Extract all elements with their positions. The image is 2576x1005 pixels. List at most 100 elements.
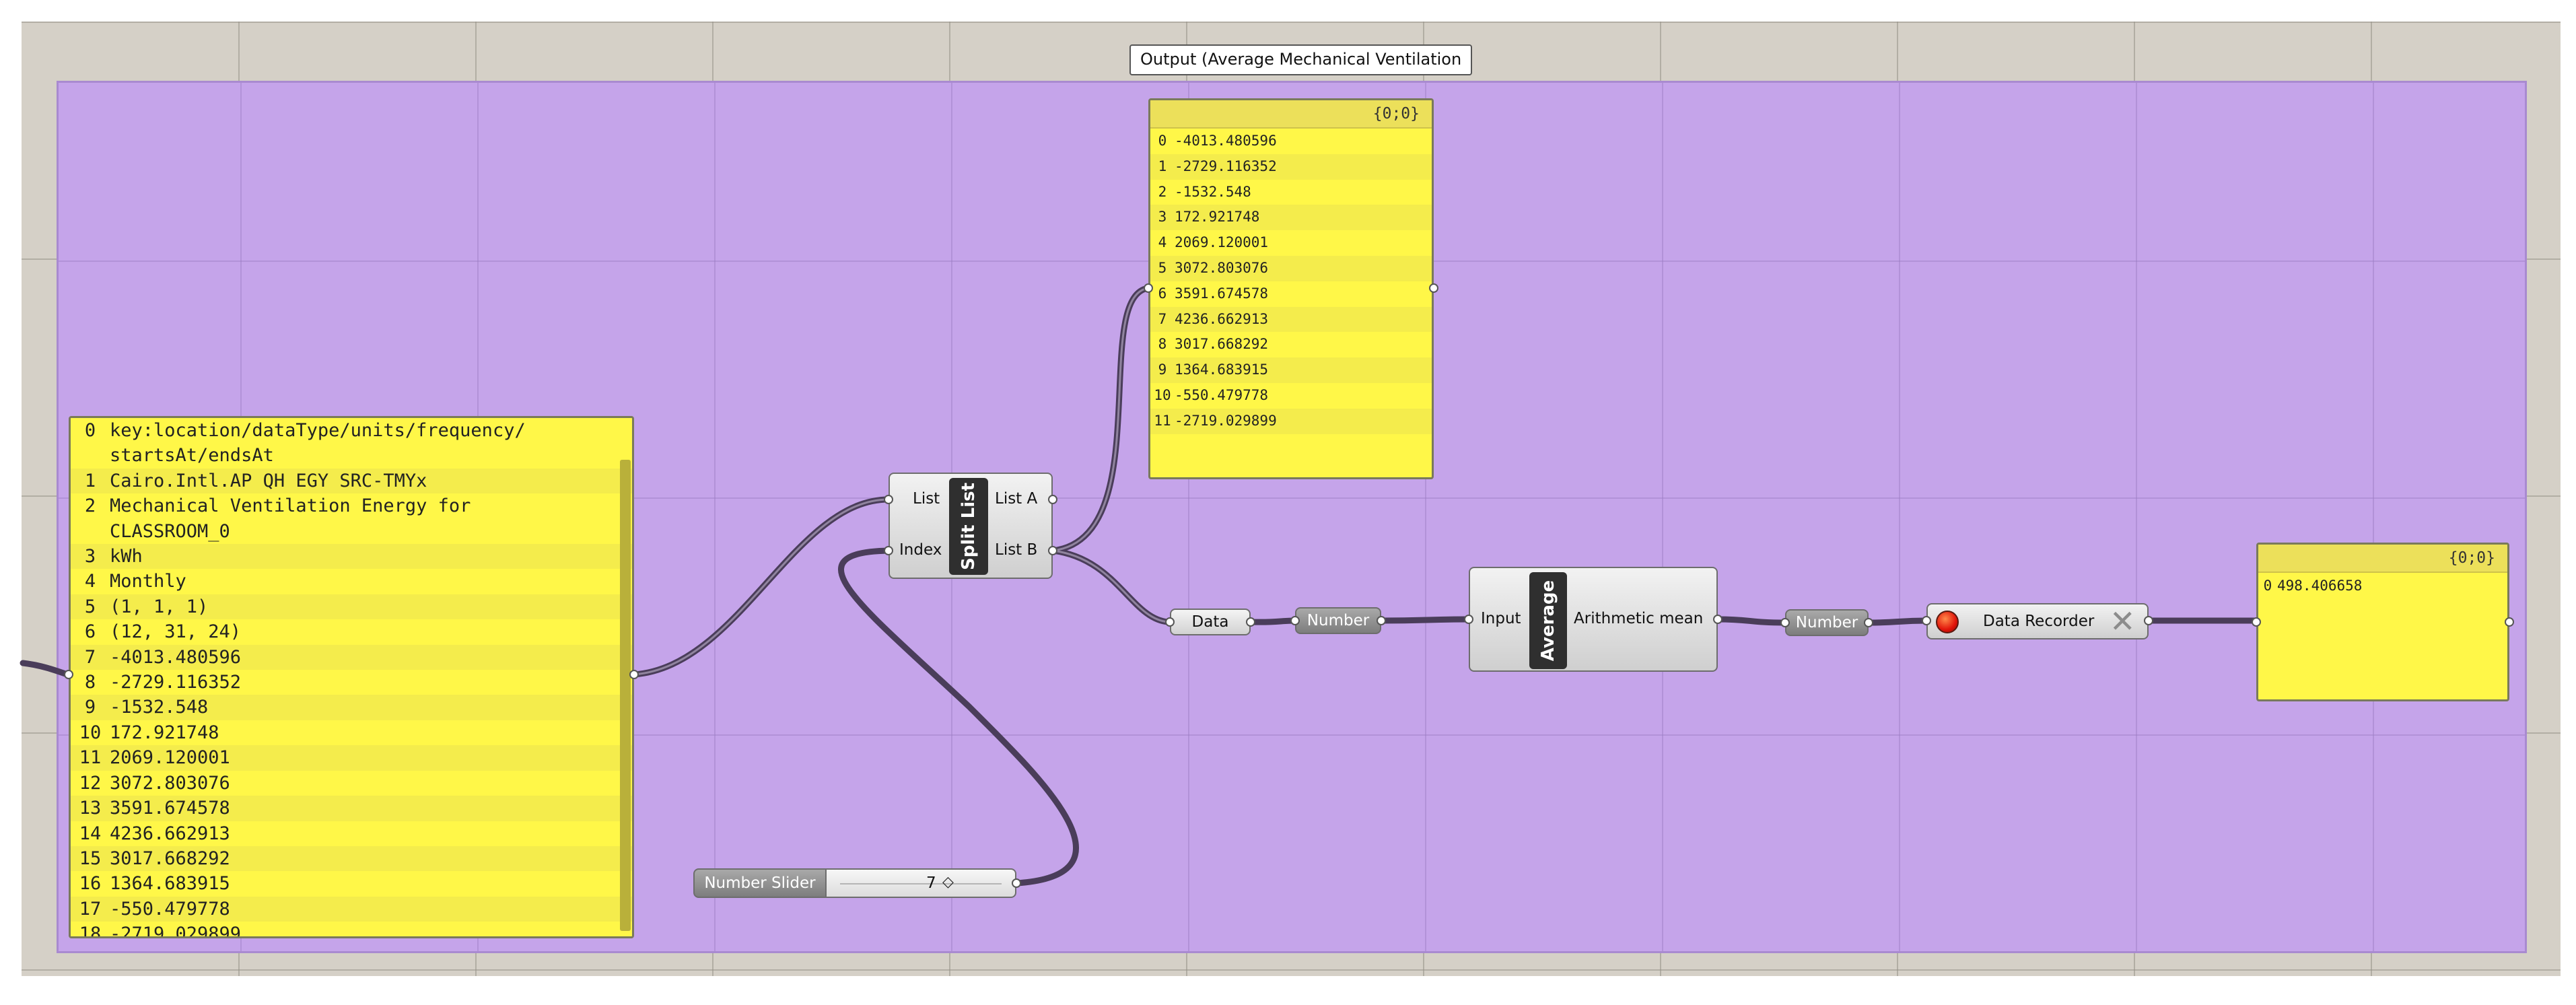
number-parameter-2-output-grip[interactable] (1864, 618, 1873, 627)
split-list-input-index-label: Index (899, 541, 942, 559)
panel-row: 7 -4013.480596 (71, 644, 632, 670)
split-list-output-a-label: List A (995, 490, 1038, 508)
row-value: -1532.548 (1175, 183, 1251, 200)
row-value: Cairo.Intl.AP QH EGY SRC-TMYx (110, 470, 427, 491)
row-value: 3017.668292 (110, 847, 230, 869)
split-list-name: Split List (959, 482, 979, 571)
row-index: 10 (1154, 386, 1171, 403)
panel-row: 5 (1, 1, 1) (71, 594, 632, 620)
row-index: 1 (84, 470, 96, 491)
row-index: 13 (79, 798, 102, 819)
panel-row: 0-4013.480596 (1150, 129, 1432, 154)
result-panel-input-grip[interactable] (2252, 617, 2261, 627)
number-slider-label-box: Number Slider (693, 868, 827, 898)
data-recorder-output-grip[interactable] (2144, 616, 2153, 625)
list-b-panel-path-header: {0;0} (1150, 100, 1432, 129)
average-input-grip[interactable] (1464, 615, 1473, 624)
result-panel-path-header: {0;0} (2258, 545, 2507, 573)
row-value: -4013.480596 (110, 646, 242, 668)
number-parameter-1-label: Number (1307, 612, 1370, 629)
row-value: 4236.662913 (110, 823, 230, 844)
panel-row: 9 -1532.548 (71, 695, 632, 720)
list-b-panel-output-grip[interactable] (1429, 283, 1438, 293)
data-parameter-output-grip[interactable] (1246, 617, 1255, 627)
input-panel-scrollbar[interactable] (620, 460, 631, 931)
list-b-output-panel[interactable]: {0;0} 0-4013.480596 1 -2729.116352 2 -1532.5… (1148, 98, 1434, 479)
number-slider-output-grip[interactable] (1012, 878, 1021, 888)
row-index: 2 (1158, 183, 1167, 200)
row-value: 3072.803076 (110, 772, 230, 794)
row-index: 8 (1158, 336, 1167, 353)
row-index: 9 (1158, 361, 1167, 378)
row-index: 16 (79, 873, 102, 895)
split-list-list-a-output-grip[interactable] (1048, 495, 1057, 504)
panel-row: 1 Cairo.Intl.AP QH EGY SRC-TMYx (71, 468, 632, 494)
row-value: -2729.116352 (1175, 158, 1277, 174)
average-input-label: Input (1481, 610, 1521, 627)
panel-row: 17-550.479778 (71, 896, 632, 922)
number-slider-label: Number Slider (704, 874, 816, 892)
row-value: (1, 1, 1) (110, 596, 209, 617)
row-index: 7 (84, 646, 96, 668)
input-panel-input-grip[interactable] (64, 670, 73, 679)
panel-row: 8-2729.116352 (71, 670, 632, 695)
split-list-list-input-grip[interactable] (884, 495, 893, 504)
row-index: 9 (84, 697, 96, 718)
row-index: 5 (84, 596, 96, 617)
number-parameter-2-input-grip[interactable] (1780, 618, 1790, 627)
row-value: 2069.120001 (1175, 234, 1269, 251)
number-slider-rail (840, 883, 1002, 885)
split-list-list-b-output-grip[interactable] (1048, 546, 1057, 555)
average-output-grip[interactable] (1713, 615, 1722, 624)
row-value: 172.921748 (1175, 209, 1260, 226)
data-recorder-component[interactable]: Data Recorder ✕ (1926, 603, 2149, 639)
data-parameter-input-grip[interactable] (1165, 617, 1175, 627)
number-slider-track[interactable]: 7 ◇ (825, 868, 1016, 898)
number-parameter-2[interactable]: Number (1785, 609, 1869, 636)
list-b-panel-input-grip[interactable] (1144, 283, 1153, 293)
data-parameter-label: Data (1191, 613, 1229, 631)
group-label[interactable]: Output (Average Mechanical Ventilation (1129, 44, 1473, 75)
number-parameter-1-output-grip[interactable] (1377, 616, 1386, 625)
row-value: 2069.120001 (110, 747, 230, 769)
input-panel-output-grip[interactable] (629, 670, 639, 679)
clear-recorder-icon[interactable]: ✕ (2110, 603, 2136, 639)
split-list-index-input-grip[interactable] (884, 546, 893, 555)
data-recorder-input-grip[interactable] (1922, 616, 1931, 625)
split-list-component[interactable]: List Index Split List List A List B (889, 473, 1053, 579)
number-slider-handle-icon[interactable]: ◇ (942, 874, 954, 891)
panel-row: 10-550.479778 (1150, 382, 1432, 409)
row-index: 2 (84, 495, 96, 517)
number-slider[interactable]: Number Slider 7 ◇ (693, 868, 1016, 898)
row-value: 3017.668292 (1175, 336, 1269, 353)
number-parameter-1[interactable]: Number (1295, 607, 1381, 634)
row-value: -2719.029899 (1175, 412, 1277, 429)
row-index: 3 (84, 546, 96, 567)
number-parameter-1-input-grip[interactable] (1290, 616, 1300, 625)
row-value: -1532.548 (110, 697, 209, 718)
row-index: 10 (79, 722, 102, 743)
row-index: 1 (1158, 158, 1167, 174)
row-value: -550.479778 (1175, 386, 1269, 403)
record-toggle-icon[interactable] (1936, 611, 1959, 633)
average-component[interactable]: Input Average Arithmetic mean (1469, 567, 1718, 672)
panel-row: 18-2719.029899 (71, 922, 632, 936)
row-index: 5 (1158, 259, 1167, 276)
data-parameter[interactable]: Data (1170, 609, 1251, 635)
average-name: Average (1538, 580, 1558, 662)
row-value: 4236.662913 (1175, 310, 1269, 327)
row-index: 3 (1158, 209, 1167, 226)
result-panel-output-grip[interactable] (2505, 617, 2514, 627)
